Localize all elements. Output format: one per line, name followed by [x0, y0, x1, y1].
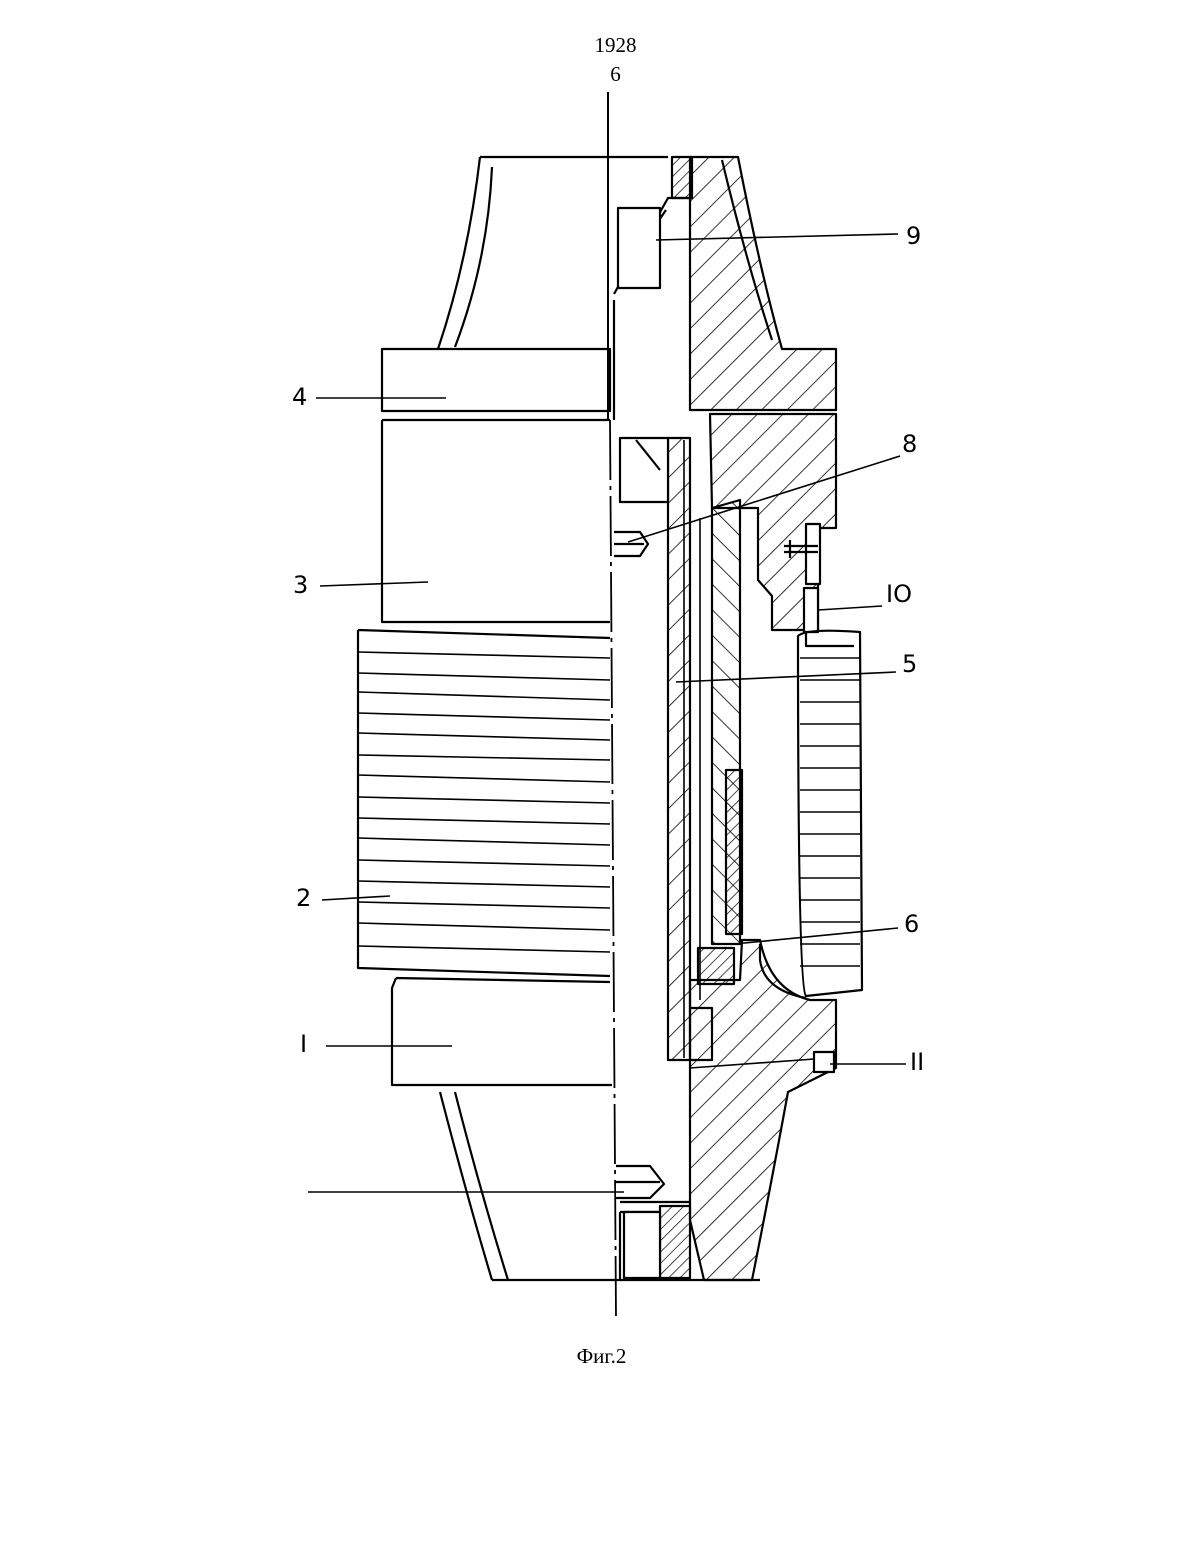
label-2: 2 — [296, 884, 311, 912]
label-6: 6 — [904, 910, 919, 938]
lower-seal-section — [620, 1202, 690, 1280]
part-1-ring — [392, 978, 612, 1085]
outer-winding-section — [798, 631, 862, 996]
label-10: IO — [886, 580, 912, 608]
label-3: 3 — [293, 571, 308, 599]
part-2-winding — [358, 630, 610, 976]
label-1: I — [300, 1030, 307, 1058]
part-3-ring — [382, 420, 610, 622]
label-5: 5 — [902, 650, 917, 678]
lower-flange-section — [690, 940, 836, 1280]
label-4: 4 — [292, 383, 307, 411]
label-9: 9 — [906, 222, 921, 250]
bolt-upper — [614, 532, 648, 556]
inner-sleeve-section — [698, 500, 742, 1000]
part-4-ring — [382, 349, 610, 411]
figure-caption: Фиг.2 — [0, 1344, 1203, 1369]
label-11: II — [910, 1048, 924, 1076]
label-8: 8 — [902, 430, 917, 458]
bolt-lower — [616, 1166, 664, 1198]
upper-hub-section — [614, 157, 836, 420]
centre-axis — [608, 92, 616, 1318]
